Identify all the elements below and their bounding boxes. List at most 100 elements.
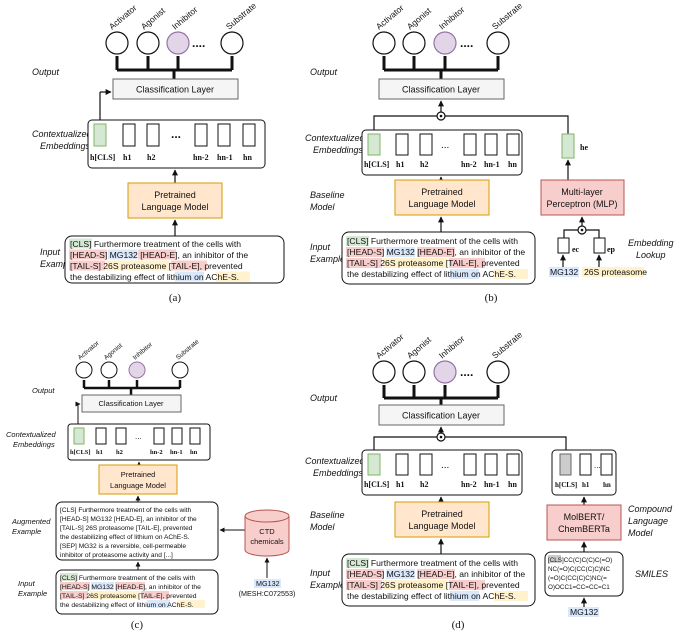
input-line2-a: [HEAD-S] MG132 [HEAD-E], an inhibitor of… — [70, 250, 248, 260]
panel-b: .... Activator Agonist Inhibitor Substra… — [305, 0, 674, 304]
mg132-entity-c: MG132 — [256, 579, 280, 588]
token-label-hn-compound: hn — [603, 481, 611, 489]
output-dots-b: .... — [460, 36, 473, 50]
token-label-hn1-d: hn-1 — [484, 480, 500, 489]
token-label-cls-b: h[CLS] — [364, 160, 390, 169]
output-nodes-a: .... Activator Agonist Inhibitor Substra… — [105, 0, 258, 55]
token-label-h1-compound: h1 — [582, 481, 590, 489]
fanout-bus-c — [82, 380, 182, 390]
token-label-hn-a: hn — [243, 153, 252, 162]
classification-label-d: Classification Layer — [402, 411, 480, 421]
token-h2-c — [115, 427, 127, 445]
class-label-substrate-c: Substrate — [175, 338, 201, 361]
token-h1-c — [95, 427, 107, 445]
aug-line4: the destabilizing effect of lithium on A… — [60, 534, 190, 541]
token-hn1-d — [484, 453, 498, 476]
input-hl-b — [346, 236, 528, 279]
token-hn2-a — [194, 123, 208, 147]
augmented-label-c1: Augmented — [11, 517, 51, 526]
input-line1-c: [CLS] Furthermore treatment of the cells… — [60, 575, 195, 582]
classification-layer-a — [112, 78, 239, 100]
class-label-activator-d: Activator — [374, 332, 406, 361]
plm-label-b1: Pretrained — [421, 187, 463, 197]
classification-label-a: Classification Layer — [136, 85, 214, 95]
ctx-label-c2: Embeddings — [13, 440, 55, 449]
token-hn-c — [189, 427, 201, 445]
token-cls-d — [367, 453, 381, 476]
token-label-hn1-b: hn-1 — [484, 160, 500, 169]
activator-node-b — [372, 31, 396, 55]
token-label-h2-d: h2 — [420, 480, 428, 489]
token-label-h1-b: h1 — [396, 160, 404, 169]
mlp-box-b — [540, 179, 625, 216]
aug-line5: [SEP] MG32 is a reversible, cell-permeab… — [60, 543, 186, 550]
token-h2-b — [419, 133, 433, 156]
ellipsis-a: ... — [171, 127, 181, 141]
ec-vector — [557, 237, 570, 254]
input-line4-c: the destabilizing effect of lithium on A… — [60, 602, 194, 609]
token-h2-d — [419, 453, 433, 476]
emb-lookup-label2: Lookup — [636, 250, 666, 260]
token-label-hn1-c: hn-1 — [170, 449, 183, 456]
token-label-hn-b: hn — [508, 160, 517, 169]
input-line3-b: [TAIL-S] 26S proteasome [TAIL-E], preven… — [347, 258, 520, 268]
token-label-hn2-d: hn-2 — [461, 480, 477, 489]
token-label-h2-b: h2 — [420, 160, 428, 169]
smiles-line2: NC(=O)C(CC(C)C)NC — [548, 566, 611, 573]
class-label-inhibitor-b: Inhibitor — [437, 4, 467, 31]
plm-label-a1: Pretrained — [154, 190, 196, 200]
output-label-c: Output — [32, 386, 55, 395]
caption-b: (b) — [485, 292, 498, 304]
activator-node-d — [372, 360, 396, 384]
substrate-node-d — [486, 360, 510, 384]
token-hn-d — [506, 453, 520, 476]
plm-label-a2: Language Model — [141, 202, 208, 212]
smiles-line4: O)OCC1=CC=CC=C1 — [548, 584, 610, 591]
token-hn2-c — [153, 427, 165, 445]
inhibitor-node — [166, 31, 190, 55]
proteasome-entity-b: 26S proteasome — [584, 267, 647, 277]
token-label-he-b: he — [580, 143, 588, 152]
plm-box-a — [127, 182, 223, 219]
token-label-hn2-b: hn-2 — [461, 160, 477, 169]
ctx-label-d1: Contextualized — [305, 456, 366, 466]
compound-lm-box — [546, 504, 622, 541]
input-hl-d — [346, 558, 528, 601]
input-line4-a: the destabilizing effect of lithium on A… — [70, 272, 239, 282]
mesh-id-c: (MESH:C072553) — [239, 589, 296, 598]
input-line3-a: [TAIL-S] 26S proteasome [TAIL-E], preven… — [70, 261, 243, 271]
input-line2-c: [HEAD-S] MG132 [HEAD-E], an inhibitor of… — [60, 584, 201, 591]
class-label-agonist-c: Agonist — [103, 342, 124, 361]
token-h1-a — [122, 123, 136, 147]
agonist-node-d — [402, 360, 426, 384]
inhibitor-node-c — [128, 361, 146, 379]
augmented-example-box-c — [55, 501, 219, 561]
plm-label-c1: Pretrained — [121, 470, 156, 479]
ep-label: ep — [607, 245, 616, 254]
caption-d: (d) — [452, 619, 465, 631]
output-label-b: Output — [310, 67, 338, 77]
smiles-label: SMILES — [635, 569, 668, 579]
aug-line2: [HEAD-S] MG132 [HEAD-E], an inhibitor of… — [60, 516, 197, 523]
token-h1-compound — [579, 453, 592, 476]
token-label-hn1-a: hn-1 — [217, 153, 233, 162]
input-line3-c: [TAIL-S] 26S proteasome [TAIL-E], preven… — [60, 593, 197, 600]
token-label-hn-c: hn — [190, 449, 198, 456]
emb-lookup-label1: Embedding — [628, 238, 674, 248]
token-cls-compound — [559, 453, 572, 476]
classification-layer-c — [81, 394, 182, 413]
ellipsis-c: ... — [135, 432, 142, 441]
baseline-label-d1: Baseline — [310, 510, 345, 520]
ellipsis-compound: ... — [594, 461, 601, 470]
augmented-label-c2: Example — [12, 527, 41, 536]
plm-box-b — [394, 179, 490, 216]
output-dots: .... — [192, 36, 205, 50]
token-label-h1-c: h1 — [96, 449, 103, 456]
class-label-inhibitor-d: Inhibitor — [437, 333, 467, 360]
compound-label-d1: Compound — [628, 504, 673, 514]
plm-label-c2: Language Model — [110, 481, 166, 490]
input-label-d2: Example — [310, 580, 345, 590]
class-label-agonist-d: Agonist — [405, 334, 434, 360]
aug-line1: [CLS] Furthermore treatment of the cells… — [60, 507, 192, 514]
input-hl-a — [69, 238, 250, 282]
